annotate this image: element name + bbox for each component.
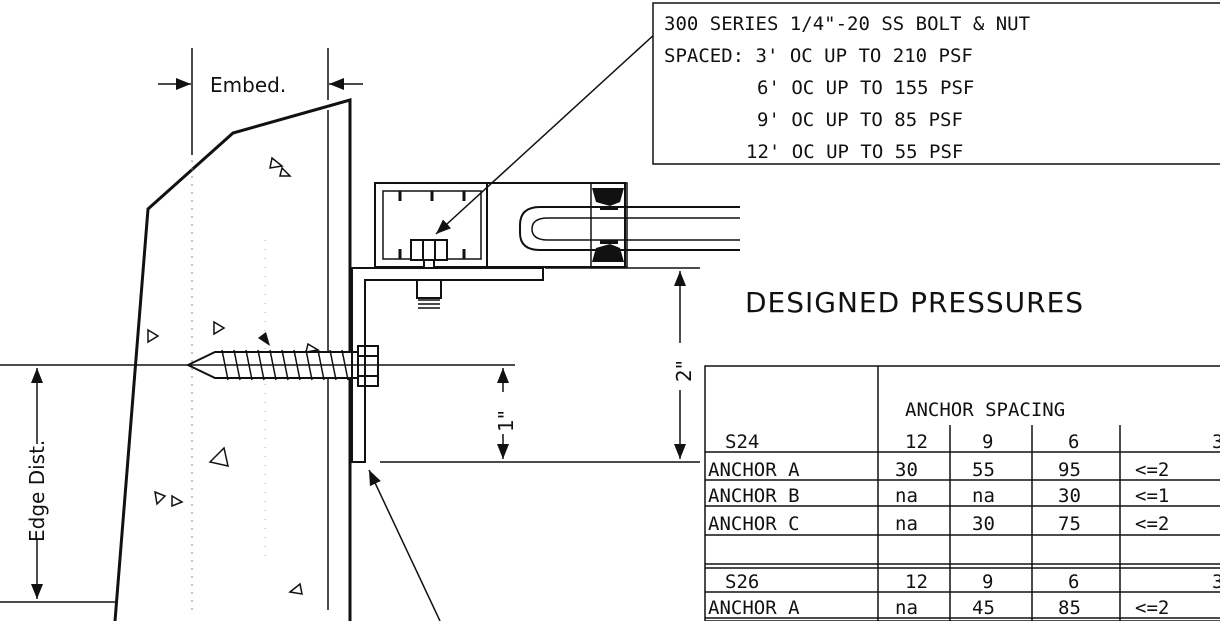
cell: <=2 [1135,459,1169,481]
spacing-12: 12 [905,431,928,453]
two-inch-label: 2" [672,360,696,382]
cell: 45 [972,597,995,619]
cell: 85 [1058,597,1081,619]
note-line-5: 12' OC UP TO 55 PSF [746,141,963,163]
spacing-3: 3 [1212,571,1220,593]
cell: na [972,485,995,507]
cell: 55 [972,459,995,481]
bolt-leader-line [435,32,657,235]
bolt-and-nut [410,239,448,309]
embed-label: Embed. [210,73,286,97]
note-line-4: 9' OC UP TO 85 PSF [757,109,963,131]
spacing-9: 9 [982,571,993,593]
edge-dist-label: Edge Dist. [25,440,49,542]
anchor-spacing-table: ANCHOR SPACING S24 12 9 6 3 ANCHOR A 30 … [704,365,1220,621]
note-line-3: 6' OC UP TO 155 PSF [757,77,974,99]
spacing-6: 6 [1068,431,1079,453]
cell: <=2 [1135,597,1169,619]
cell: 95 [1058,459,1081,481]
cell: na [895,485,918,507]
clip-leader-line [368,469,441,621]
frame-extrusion [374,182,628,268]
row-label-anchor-c: ANCHOR C [708,513,800,535]
row-label-anchor-a: ANCHOR A [708,597,800,619]
cell: 30 [972,513,995,535]
cell: 30 [1058,485,1081,507]
group-label-s26: S26 [725,571,759,593]
glazing-gaskets [592,188,624,262]
embed-dimension [158,48,363,155]
spacing-3: 3 [1212,431,1220,453]
cell: 30 [895,459,918,481]
glass-panel [519,206,740,251]
aggregate-marks [147,156,321,595]
note-line-2: SPACED: 3' OC UP TO 210 PSF [664,45,973,67]
anchor-spacing-header: ANCHOR SPACING [905,399,1065,421]
designed-pressures-heading: DESIGNED PRESSURES [745,286,1084,319]
vertical-dimensions [380,267,700,463]
spacing-9: 9 [982,431,993,453]
row-label-anchor-b: ANCHOR B [708,485,800,507]
group-label-s24: S24 [725,431,759,453]
edge-dist-dimension [0,364,515,603]
cell: na [895,597,918,619]
one-inch-label: 1" [494,410,518,432]
spacing-12: 12 [905,571,928,593]
cell: <=1 [1135,485,1169,507]
row-label-anchor-a: ANCHOR A [708,459,800,481]
cell: 75 [1058,513,1081,535]
spacing-6: 6 [1068,571,1079,593]
bolt-spacing-note: 300 SERIES 1/4"-20 SS BOLT & NUT SPACED:… [652,2,1220,165]
cell: <=2 [1135,513,1169,535]
cell: na [895,513,918,535]
note-line-1: 300 SERIES 1/4"-20 SS BOLT & NUT [664,13,1030,35]
